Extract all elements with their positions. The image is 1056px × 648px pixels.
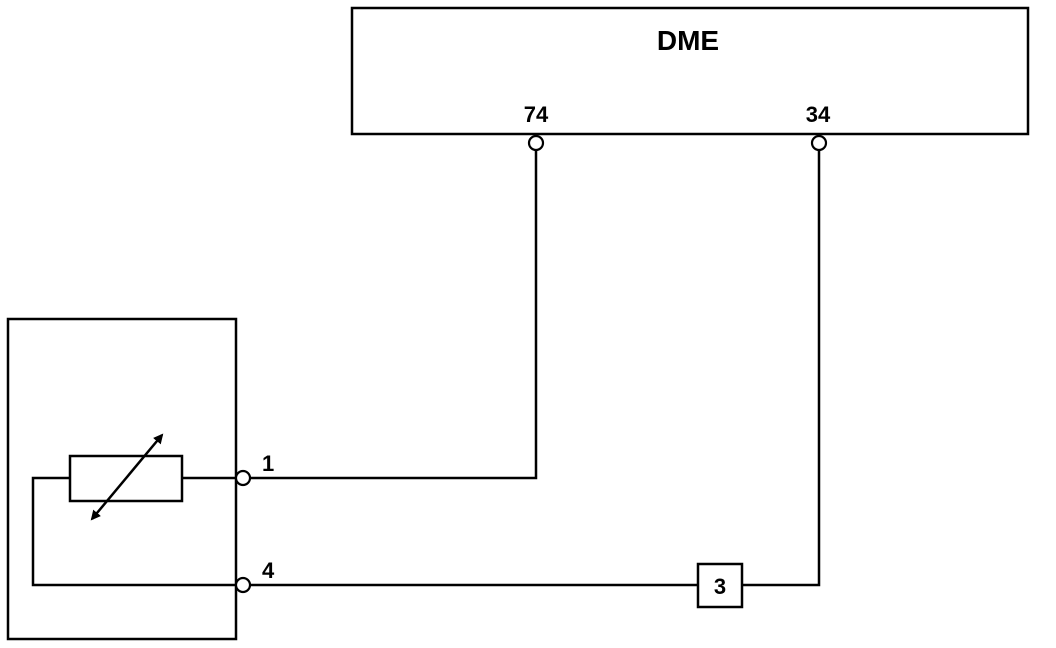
wire-connector-to-dme-34 — [742, 150, 821, 587]
variable-resistor-icon — [90, 433, 164, 521]
dme-pin-34-terminal — [810, 134, 828, 152]
connector-label: 3 — [714, 574, 726, 599]
wire-pin1-to-dme-74 — [250, 150, 538, 480]
connector-3: 3 — [696, 562, 744, 609]
sensor-pin-4-terminal — [234, 576, 252, 594]
sensor-pin-1-label: 1 — [262, 451, 274, 476]
dme-pin-74-label: 74 — [524, 102, 549, 127]
dme-box — [350, 6, 1030, 136]
dme-pin-74-terminal — [527, 134, 545, 152]
dme-control-unit: DME 74 34 — [350, 6, 1030, 136]
connector-box — [696, 562, 744, 609]
sensor-pin-1-terminal — [234, 469, 252, 487]
sensor-internal-loop-wire — [31, 476, 236, 587]
dme-label: DME — [657, 25, 719, 56]
dme-pin-34-label: 34 — [806, 102, 831, 127]
sensor-pin-4-label: 4 — [262, 558, 275, 583]
